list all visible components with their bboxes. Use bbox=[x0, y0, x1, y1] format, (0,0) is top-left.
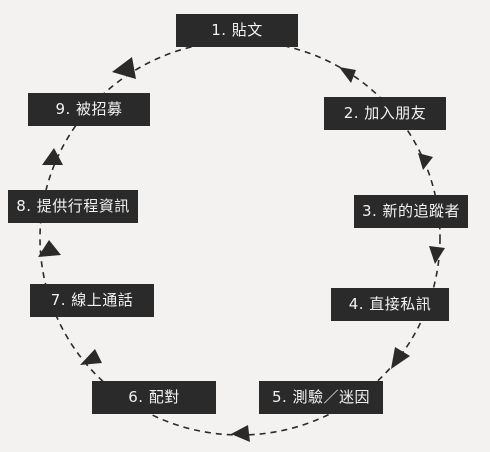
step-6-box: 6. 配對 bbox=[92, 381, 216, 414]
arrow-head-7 bbox=[38, 240, 61, 257]
arrow-head-6 bbox=[80, 349, 102, 365]
step-8-box: 8. 提供行程資訊 bbox=[8, 190, 138, 223]
arrow-head-1 bbox=[339, 67, 356, 83]
step-3-box: 3. 新的追蹤者 bbox=[354, 195, 468, 228]
arrow-head-2 bbox=[418, 153, 433, 170]
step-5-box: 5. 測驗／迷因 bbox=[259, 381, 383, 414]
step-1-label: 1. 貼文 bbox=[211, 21, 263, 39]
arrow-head-9 bbox=[112, 57, 136, 79]
step-4-label: 4. 直接私訊 bbox=[348, 295, 432, 313]
arrow-head-3 bbox=[429, 246, 445, 264]
step-9-label: 9. 被招募 bbox=[55, 100, 123, 118]
step-4-box: 4. 直接私訊 bbox=[331, 288, 449, 321]
step-1-box: 1. 貼文 bbox=[176, 14, 298, 47]
step-2-label: 2. 加入朋友 bbox=[343, 104, 427, 122]
step-6-label: 6. 配對 bbox=[128, 388, 180, 406]
step-8-label: 8. 提供行程資訊 bbox=[16, 197, 130, 215]
step-3-label: 3. 新的追蹤者 bbox=[361, 202, 461, 220]
arrow-head-8 bbox=[42, 148, 63, 165]
step-7-label: 7. 線上通話 bbox=[50, 291, 134, 309]
step-5-label: 5. 測驗／迷因 bbox=[271, 388, 371, 406]
arrow-head-5 bbox=[231, 425, 250, 442]
step-2-box: 2. 加入朋友 bbox=[324, 97, 446, 130]
step-9-box: 9. 被招募 bbox=[28, 93, 150, 126]
arrow-head-4 bbox=[391, 347, 410, 369]
step-7-box: 7. 線上通話 bbox=[30, 284, 154, 317]
